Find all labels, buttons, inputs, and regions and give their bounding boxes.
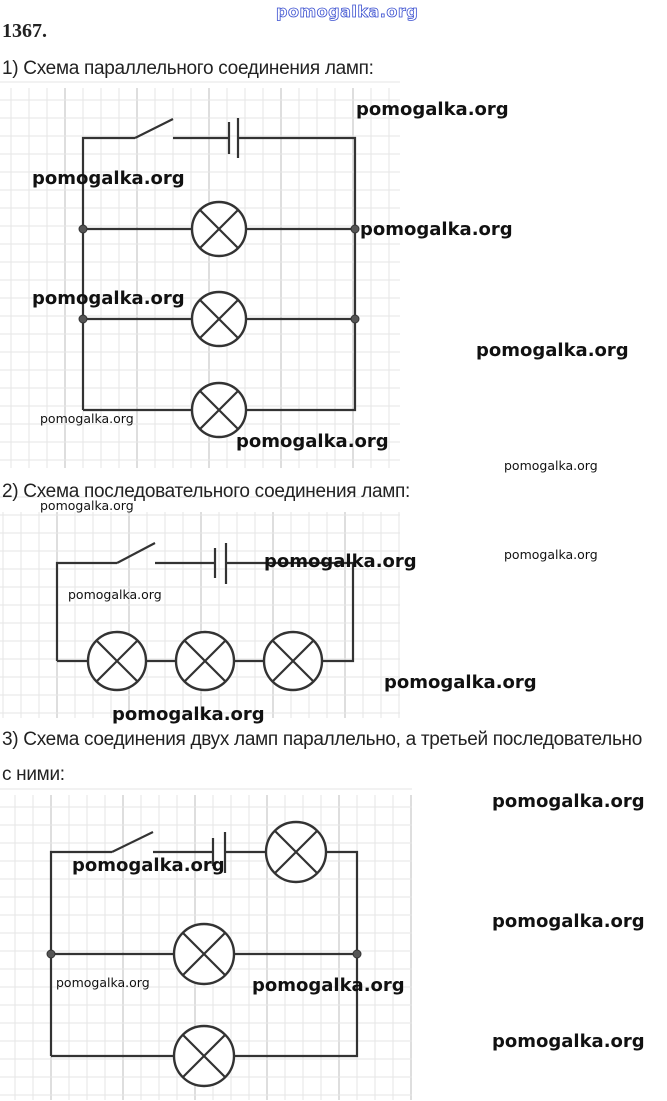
site-watermark-header: pomogalka.org [276,2,419,22]
lamp-icon [190,290,248,348]
lamp-icon [264,820,328,884]
lamp-icon [262,630,324,692]
battery-icon [213,543,228,584]
watermark: pomogalka.org [252,975,405,996]
section-caption-continued: с ними: [2,764,65,785]
watermark: pomogalka.org [40,498,134,513]
watermark: pomogalka.org [384,672,537,693]
lamp-icon [86,630,148,692]
watermark: pomogalka.org [356,99,509,120]
watermark: pomogalka.org [72,855,225,876]
section-caption: 2) Схема последовательного соединения ла… [2,481,411,502]
lamp-icon [172,922,236,986]
junction-node [78,314,88,324]
watermark: pomogalka.org [112,704,265,725]
switch-icon [111,831,154,853]
watermark: pomogalka.org [264,551,417,572]
lamp-icon [172,1024,236,1088]
watermark: pomogalka.org [32,288,185,309]
junction-node [352,949,362,959]
junction-node [350,224,360,234]
junction-node [78,224,88,234]
section-caption: 1) Схема параллельного соединения ламп: [2,58,374,79]
watermark: pomogalka.org [56,975,150,990]
watermark: pomogalka.org [504,547,598,562]
watermark: pomogalka.org [504,458,598,473]
diagram-parallel [78,118,360,439]
watermark: pomogalka.org [360,219,513,240]
battery-icon [227,118,240,158]
diagram-mixed [46,820,362,1088]
watermark: pomogalka.org [68,587,162,602]
watermark: pomogalka.org [40,411,134,426]
diagram-series [55,542,355,692]
lamp-icon [190,200,248,258]
switch-icon [134,118,174,139]
watermark: pomogalka.org [476,340,629,361]
watermark: pomogalka.org [492,911,645,932]
junction-node [46,949,56,959]
battery-icon [211,832,227,873]
section-caption: 3) Схема соединения двух ламп параллельн… [2,729,642,750]
lamp-icon [190,381,248,439]
watermark: pomogalka.org [492,1031,645,1052]
watermark: pomogalka.org [492,791,645,812]
watermark: pomogalka.org [32,168,185,189]
lamp-icon [174,630,236,692]
watermark: pomogalka.org [236,431,389,452]
problem-number: 1367. [2,20,47,42]
switch-icon [116,542,156,564]
junction-node [350,314,360,324]
